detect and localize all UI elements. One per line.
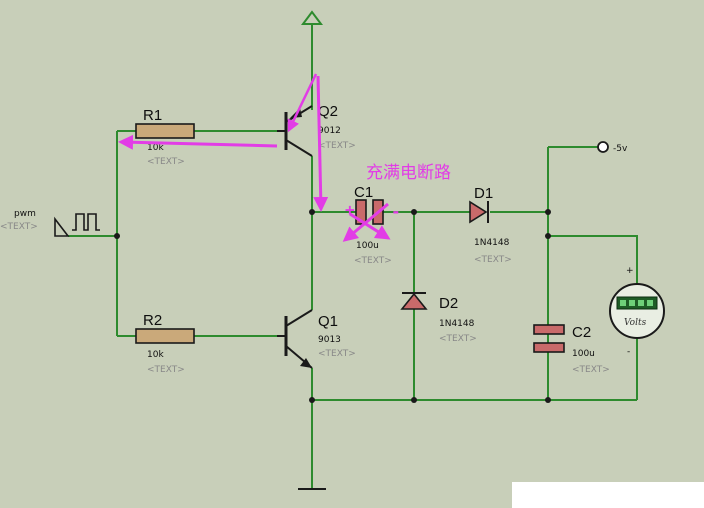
output-label: -5v	[613, 144, 628, 154]
r2-ref: R2	[143, 312, 162, 329]
r1-text-field: <TEXT>	[147, 157, 185, 167]
q2-ref: Q2	[318, 103, 338, 120]
c2-plate-top	[533, 324, 565, 335]
c1-value: 100u	[356, 241, 379, 251]
r2-value: 10k	[147, 350, 164, 360]
resistor-r2-body	[135, 328, 195, 344]
c1-ref: C1	[354, 184, 373, 201]
power-arrow-icon	[301, 10, 323, 30]
q1-ref: Q1	[318, 313, 338, 330]
c2-plate-bottom	[533, 342, 565, 353]
annotation-plus: +	[345, 200, 355, 219]
wires	[68, 30, 638, 488]
voltmeter-label: Volts	[624, 318, 647, 328]
terminal-circle-icon	[597, 141, 609, 153]
junction-dot	[545, 233, 551, 239]
voltmeter-dial	[609, 283, 665, 339]
junction-dot	[545, 209, 551, 215]
q1-emitter-arrow-icon	[300, 358, 312, 368]
annotation-minus: -	[391, 202, 401, 221]
d2-ref: D2	[439, 295, 458, 312]
annotation-text: 充满电断路	[366, 163, 451, 183]
c1-text-field: <TEXT>	[354, 256, 392, 266]
current-arrow-q2-base	[287, 73, 318, 133]
capacitor-c2[interactable]: C2 100u <TEXT>	[533, 324, 610, 375]
d2-value: 1N4148	[439, 319, 475, 329]
transistor-q1[interactable]: Q1 9013 <TEXT>	[277, 309, 356, 369]
discharge-arrow-2	[349, 212, 391, 240]
resistor-r2[interactable]: R2 10k <TEXT>	[135, 312, 195, 375]
image-corner-patch	[512, 482, 704, 508]
d2-text-field: <TEXT>	[439, 334, 477, 344]
d2-body	[400, 292, 428, 310]
current-arrow-to-r1	[118, 134, 278, 150]
c2-text-field: <TEXT>	[572, 365, 610, 375]
r1-ref: R1	[143, 107, 162, 124]
junction-dot	[545, 397, 551, 403]
pwm-label: pwm	[14, 209, 36, 219]
capacitor-c1[interactable]: C1 100u <TEXT>	[354, 184, 392, 266]
junctions	[114, 209, 551, 403]
output-terminal[interactable]: -5v	[597, 141, 628, 154]
q2-value: 9012	[318, 126, 341, 136]
discharge-arrow-1	[342, 202, 389, 242]
junction-dot	[309, 209, 315, 215]
d1-body	[469, 200, 488, 224]
pulse-waveform-icon	[72, 213, 100, 231]
q2-text-field: <TEXT>	[318, 141, 356, 151]
wire-meter-top	[548, 235, 638, 288]
c2-ref: C2	[572, 324, 591, 341]
current-arrow-q2-down	[313, 75, 329, 212]
pwm-text-field: <TEXT>	[0, 222, 38, 232]
junction-dot	[411, 209, 417, 215]
voltmeter[interactable]: Volts + -	[609, 266, 665, 357]
voltmeter-minus: -	[627, 347, 630, 357]
junction-dot	[309, 397, 315, 403]
junction-dot	[114, 233, 120, 239]
pwm-source[interactable]: pwm <TEXT>	[0, 209, 100, 237]
resistor-r1[interactable]: R1 10k <TEXT>	[135, 107, 195, 167]
c1-plate-left	[355, 199, 367, 225]
voltmeter-plus: +	[626, 266, 634, 276]
annotations: + - 充满电断路	[118, 73, 451, 242]
resistor-r1-body	[135, 123, 195, 139]
d1-ref: D1	[474, 185, 493, 202]
pwm-source-symbol	[54, 216, 70, 237]
junction-dot	[411, 397, 417, 403]
c2-value: 100u	[572, 349, 595, 359]
q1-value: 9013	[318, 335, 341, 345]
d1-value: 1N4148	[474, 238, 510, 248]
diode-d1[interactable]: D1 1N4148 <TEXT>	[469, 185, 512, 265]
diode-d2[interactable]: D2 1N4148 <TEXT>	[400, 292, 477, 344]
d1-text-field: <TEXT>	[474, 255, 512, 265]
r1-value: 10k	[147, 143, 164, 153]
r2-text-field: <TEXT>	[147, 365, 185, 375]
q1-text-field: <TEXT>	[318, 349, 356, 359]
